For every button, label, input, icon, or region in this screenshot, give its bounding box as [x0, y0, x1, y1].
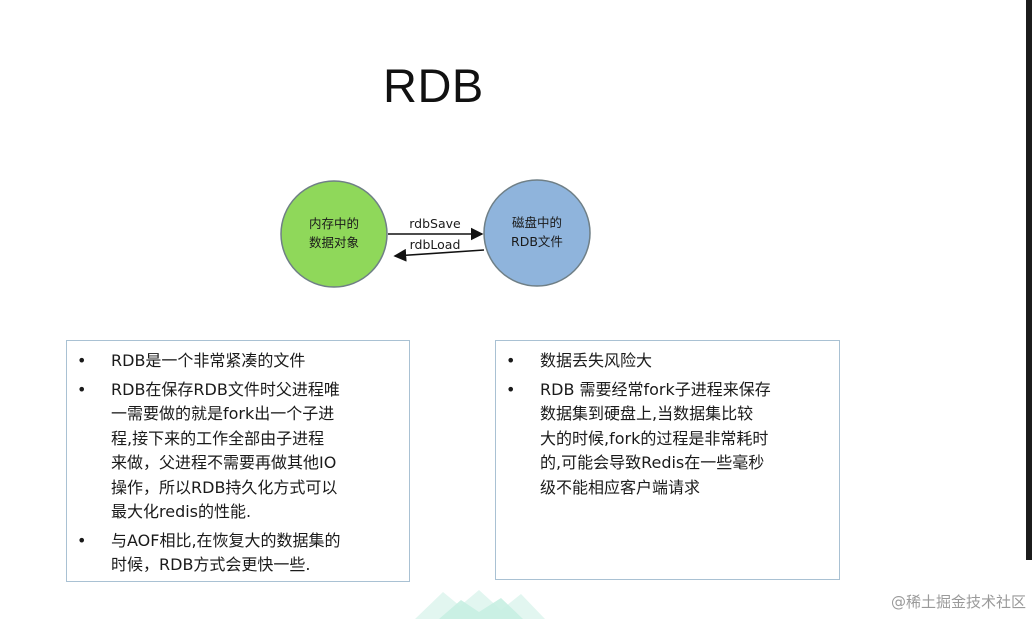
disadvantage-item-line: 大的时候,fork的过程是非常耗时	[540, 428, 769, 448]
advantage-item-line: 操作，所以RDB持久化方式可以	[111, 477, 338, 497]
disadvantage-item-line: 级不能相应客户端请求	[540, 477, 701, 497]
disk-node-label-line2: RDB文件	[511, 234, 563, 249]
watermark-logo	[415, 590, 545, 619]
disadvantage-item-line: 数据集到硬盘上,当数据集比较	[540, 404, 754, 423]
bullet-dot: •	[77, 351, 87, 370]
advantage-item: • RDB是一个非常紧凑的文件	[77, 349, 397, 374]
advantage-item-line: RDB是一个非常紧凑的文件	[111, 351, 306, 370]
disadvantage-item-line: 数据丢失风险大	[540, 351, 653, 370]
bullet-dot: •	[506, 351, 516, 370]
disadvantages-box: • 数据丢失风险大 • RDB 需要经常fork子进程来保存数据集到硬盘上,当数据集比…	[495, 340, 840, 580]
advantages-list: • RDB是一个非常紧凑的文件 • RDB在保存RDB文件时父进程唯一需要做的就是fo…	[77, 349, 397, 578]
advantage-item-line: 与AOF相比,在恢复大的数据集的	[111, 530, 341, 550]
edge-rdbsave-label: rdbSave	[409, 216, 461, 231]
memory-node-label-line1: 内存中的	[309, 216, 359, 231]
disadvantage-item: • 数据丢失风险大	[506, 349, 827, 374]
disadvantages-list: • 数据丢失风险大 • RDB 需要经常fork子进程来保存数据集到硬盘上,当数据集比…	[506, 349, 827, 500]
memory-node-label-line2: 数据对象	[309, 235, 359, 250]
bullet-dot: •	[77, 530, 87, 550]
disadvantage-item-line: RDB 需要经常fork子进程来保存	[540, 379, 771, 399]
advantage-item-line: RDB在保存RDB文件时父进程唯	[111, 379, 340, 399]
disk-node-label-line1: 磁盘中的	[512, 215, 562, 230]
advantage-item-line: 来做，父进程不需要再做其他IO	[111, 453, 337, 472]
advantage-item-line: 程,接下来的工作全部由子进程	[111, 428, 325, 448]
advantage-item: • 与AOF相比,在恢复大的数据集的时候，RDB方式会更快一些.	[77, 529, 397, 578]
watermark-text: @稀土掘金技术社区	[890, 593, 1026, 611]
edge-rdbload-arrow	[393, 248, 485, 262]
advantage-item-line: 一需要做的就是fork出一个子进	[111, 404, 335, 423]
edge-rdbload-label: rdbLoad	[410, 237, 461, 252]
advantage-item-line: 最大化redis的性能.	[111, 502, 252, 521]
rdb-diagram: 内存中的 数据对象 磁盘中的 RDB文件 rdbSave rdbLoad	[280, 179, 591, 288]
right-edge-bar	[1026, 0, 1032, 560]
disadvantage-item-line: 的,可能会导致Redis在一些毫秒	[540, 453, 765, 472]
bullet-dot: •	[506, 379, 516, 399]
advantages-box: • RDB是一个非常紧凑的文件 • RDB在保存RDB文件时父进程唯一需要做的就是fo…	[66, 340, 410, 582]
disk-node	[483, 179, 591, 287]
disadvantage-item: • RDB 需要经常fork子进程来保存数据集到硬盘上,当数据集比较大的时候,fo…	[506, 378, 827, 501]
advantage-item: • RDB在保存RDB文件时父进程唯一需要做的就是fork出一个子进程,接下来的工…	[77, 378, 397, 525]
page-title: RDB	[383, 59, 484, 112]
advantage-item-line: 时候，RDB方式会更快一些.	[111, 555, 311, 574]
memory-node	[280, 180, 388, 288]
bullet-dot: •	[77, 379, 87, 399]
top-cropped-text	[160, 0, 260, 6]
